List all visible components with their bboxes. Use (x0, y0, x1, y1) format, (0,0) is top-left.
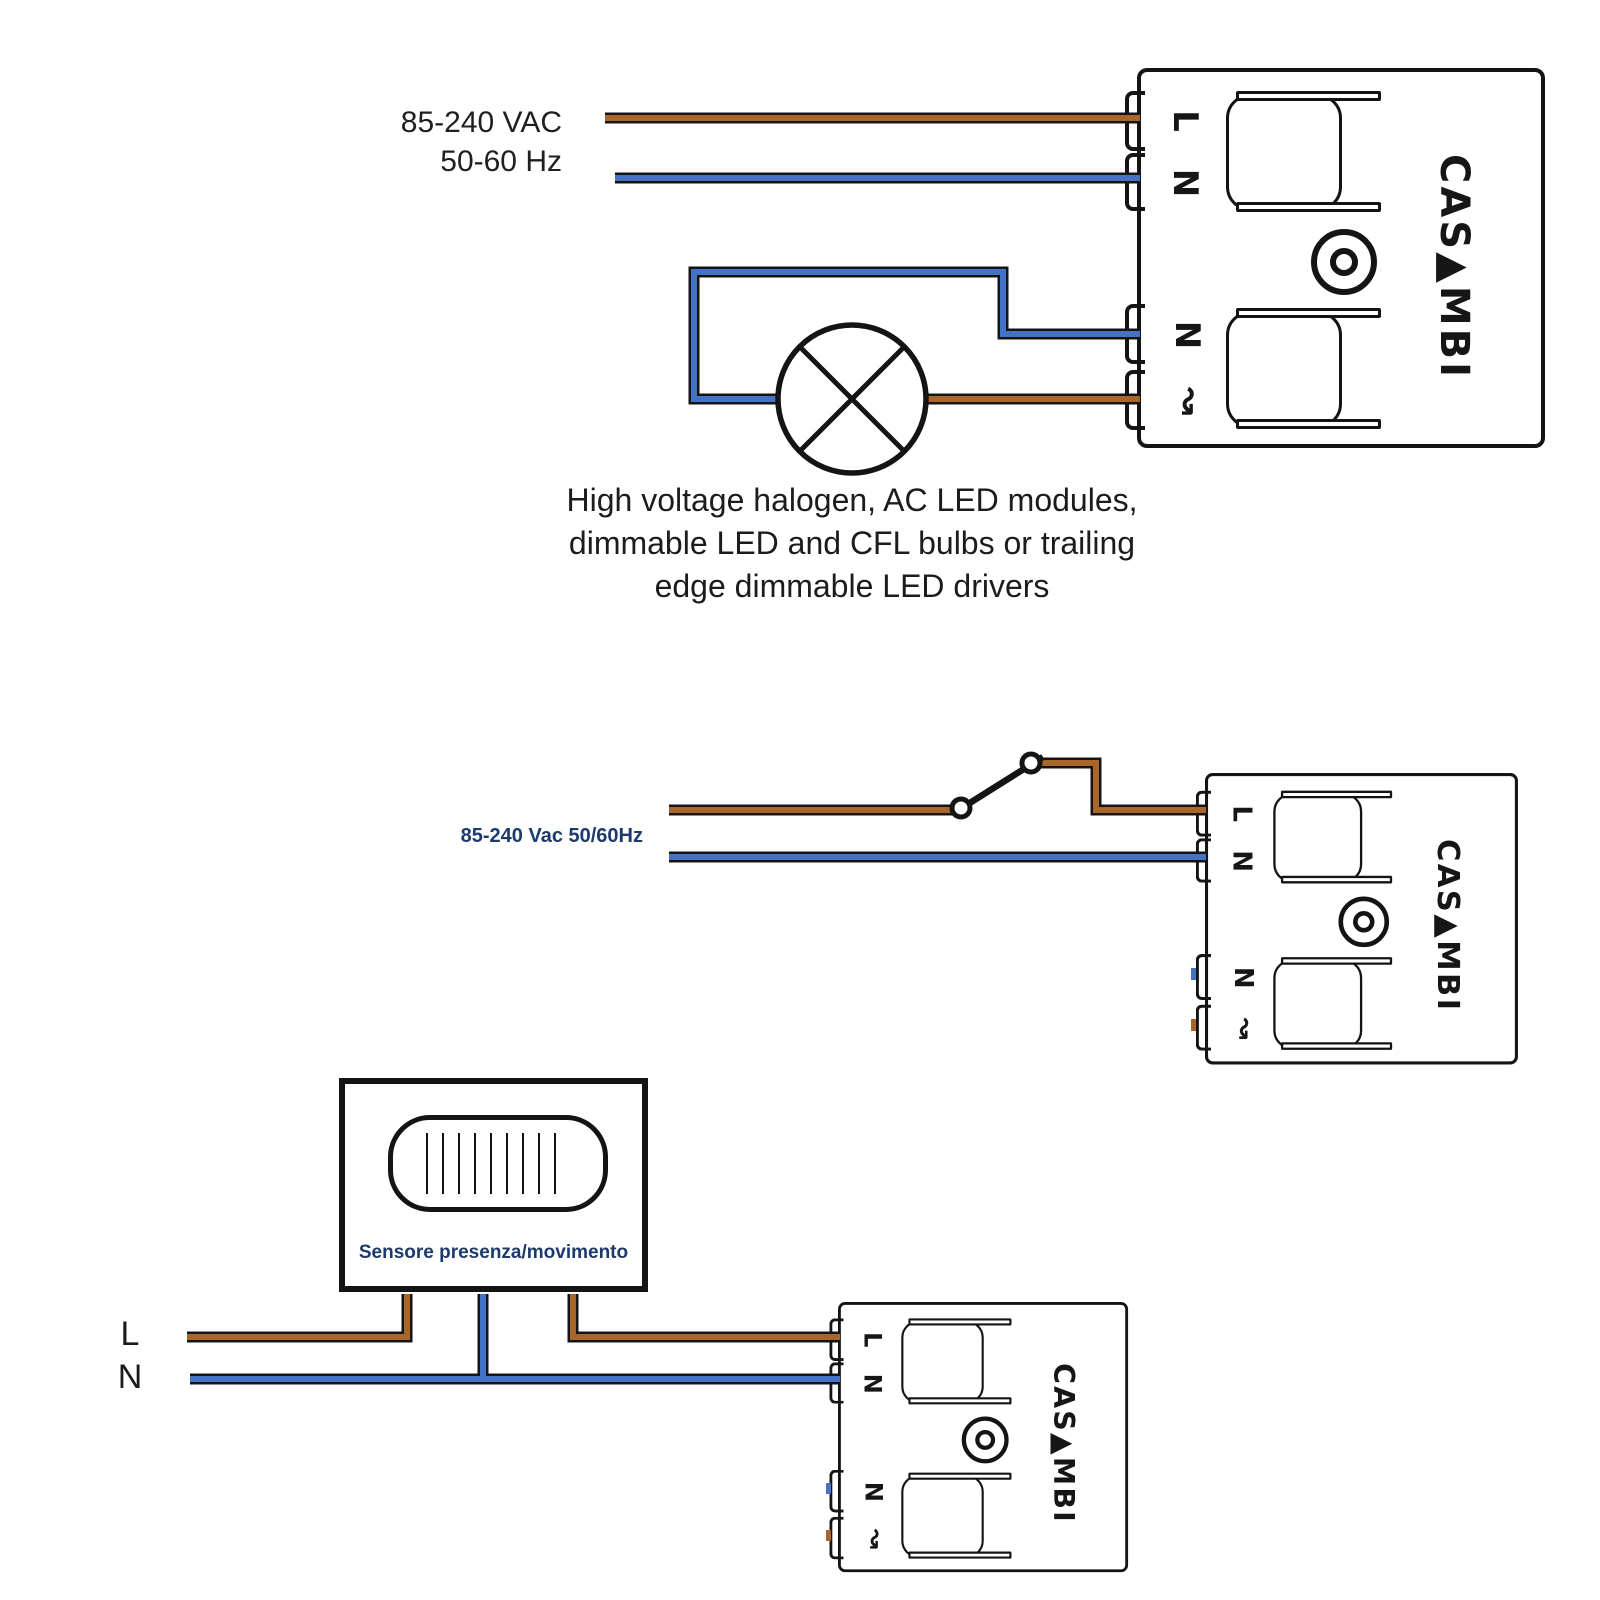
sensor-label: Sensore presenza/movimento (358, 1242, 629, 1263)
load-caption-line3: edge dimmable LED drivers (654, 568, 1050, 604)
neutral-label: N (117, 1358, 143, 1396)
sensor-lens (388, 1115, 608, 1212)
supply-label-middle: 85-240 Vac 50/60Hz (460, 825, 643, 847)
wire-neutral-lamp-loop (691, 269, 1140, 402)
wire-live-after-switch (1040, 760, 1206, 813)
terminal-clamp-rail (908, 1397, 1012, 1405)
pairing-button-inner (1330, 248, 1358, 276)
load-caption-line1: High voltage halogen, AC LED modules, (566, 482, 1138, 518)
terminal-clamp-rail (1236, 419, 1381, 429)
supply-label-top: 85-240 VAC 50-60 Hz (300, 103, 562, 181)
pairing-button-inner (1353, 911, 1375, 933)
casambi-device-bottom: L N N ↝ CAS▲MBI (829, 1302, 1129, 1573)
lamp-symbol (775, 322, 929, 476)
terminal-clamp-rail (1236, 308, 1381, 318)
casambi-device-middle: L N N ↝ CAS▲MBI (1195, 773, 1518, 1065)
switch-symbol (949, 751, 1045, 820)
input-terminal-block (1226, 94, 1342, 211)
pairing-button (1338, 896, 1390, 948)
terminal-clamp-rail (1280, 875, 1393, 884)
casambi-device-top: L N N ↝ CAS▲MBI (1125, 68, 1545, 448)
presence-sensor-box: Sensore presenza/movimento (339, 1078, 648, 1292)
terminal-clamp-rail (1236, 91, 1381, 101)
switch-contact-left (949, 796, 973, 820)
terminal-clamp-rail (908, 1551, 1012, 1559)
terminal-clamp-rail (1280, 1042, 1393, 1050)
load-caption: High voltage halogen, AC LED modules, di… (552, 479, 1152, 608)
terminal-clamp-rail (908, 1472, 1012, 1480)
terminal-specks (826, 968, 1196, 1541)
pairing-button (961, 1416, 1009, 1464)
pairing-button (1311, 229, 1377, 295)
supply-voltage: 85-240 VAC (400, 106, 562, 139)
wire-sensor-to-device (570, 1294, 840, 1340)
sensor-lens-slits (426, 1133, 570, 1194)
terminal-clamp-rail (908, 1318, 1012, 1326)
supply-frequency: 50-60 Hz (440, 145, 562, 178)
terminal-clamp-rail (1236, 202, 1381, 212)
pairing-button-inner (975, 1429, 996, 1450)
terminal-nub-n-out (1195, 954, 1212, 1001)
line-label: L (120, 1315, 140, 1353)
terminal-clamp-rail (1280, 790, 1393, 799)
wire-live-to-sensor (187, 1294, 410, 1340)
terminal-nub-dim-out (1195, 1004, 1212, 1051)
load-caption-line2: dimmable LED and CFL bulbs or trailing (568, 525, 1136, 561)
terminal-clamp-rail (1280, 957, 1393, 965)
switch-contact-right (1019, 751, 1043, 775)
